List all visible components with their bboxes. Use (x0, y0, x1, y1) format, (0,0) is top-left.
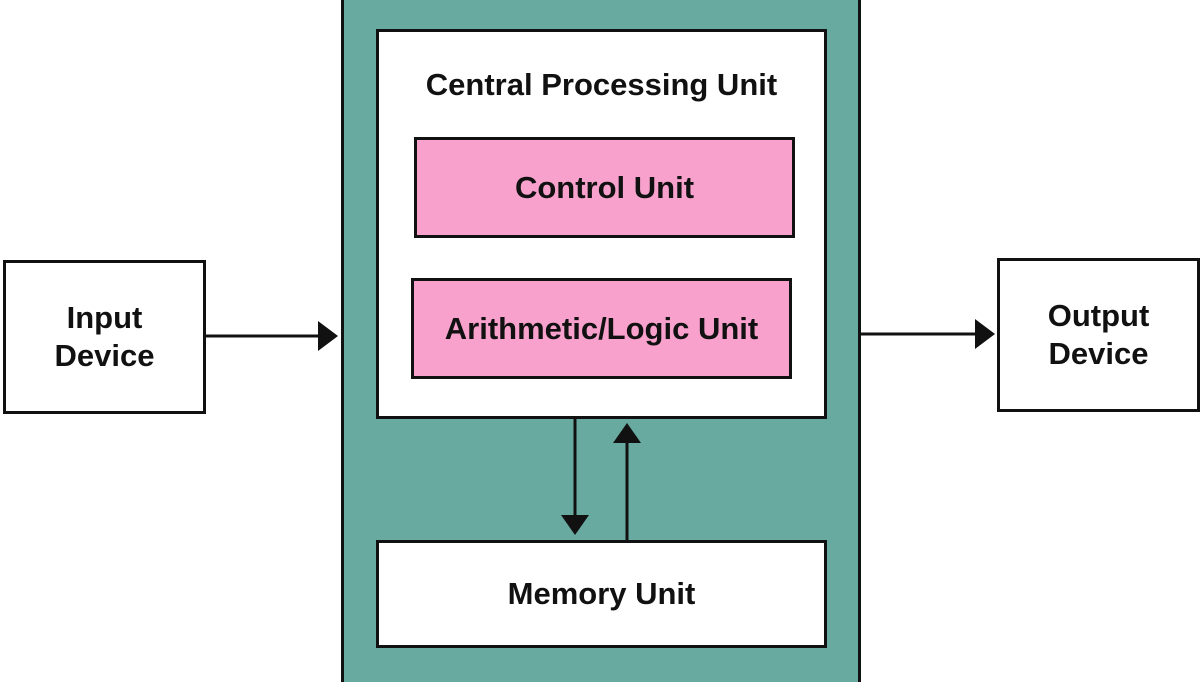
input-to-cpu-arrow (206, 321, 338, 351)
control-unit-label: Control Unit (514, 169, 695, 205)
input-device-box: Input Device (3, 260, 206, 414)
arithmetic-logic-unit-box: Arithmetic/Logic Unit (411, 278, 792, 379)
output-device-box: Output Device (997, 258, 1200, 412)
memory-unit-box: Memory Unit (376, 540, 827, 648)
control-unit-box: Control Unit (414, 137, 795, 238)
central-processing-unit-title: Central Processing Unit (425, 67, 778, 102)
arithmetic-logic-unit-label: Arithmetic/Logic Unit (444, 310, 759, 346)
output-device-label: Output Device (1047, 298, 1150, 371)
input-device-label: Input Device (54, 300, 155, 373)
cpu-to-output-arrow (861, 319, 995, 349)
memory-unit-label: Memory Unit (507, 576, 696, 612)
